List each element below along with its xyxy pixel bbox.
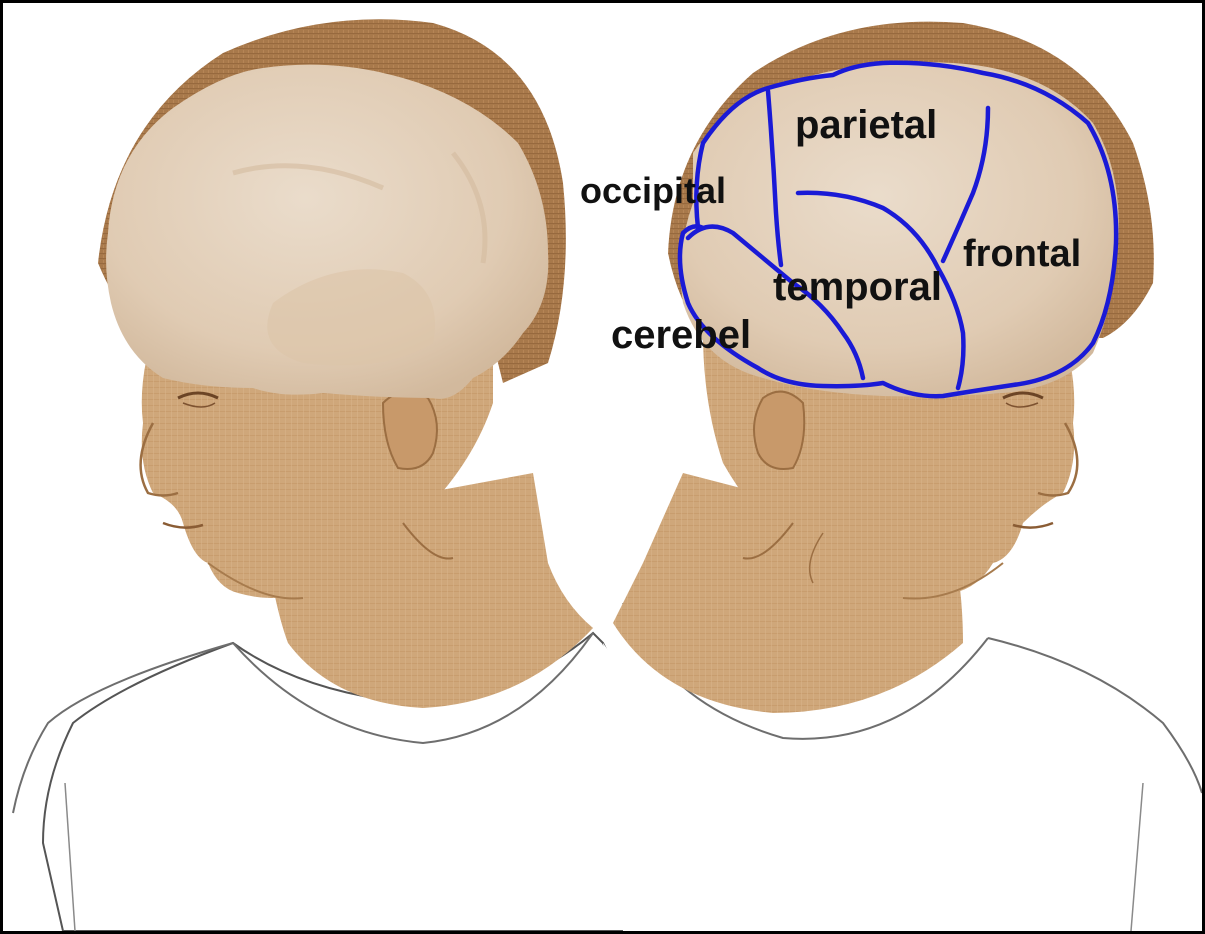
brain-lobes-illustration: parietal occipital frontal temporal cere… <box>3 3 1202 931</box>
right-head: parietal occipital frontal temporal cere… <box>580 22 1202 931</box>
right-ear <box>754 392 804 469</box>
label-cerebel: cerebel <box>611 313 751 357</box>
label-temporal: temporal <box>773 265 942 309</box>
left-head <box>13 19 653 931</box>
label-frontal: frontal <box>963 233 1081 275</box>
label-parietal: parietal <box>795 103 937 147</box>
label-occipital: occipital <box>580 170 726 211</box>
